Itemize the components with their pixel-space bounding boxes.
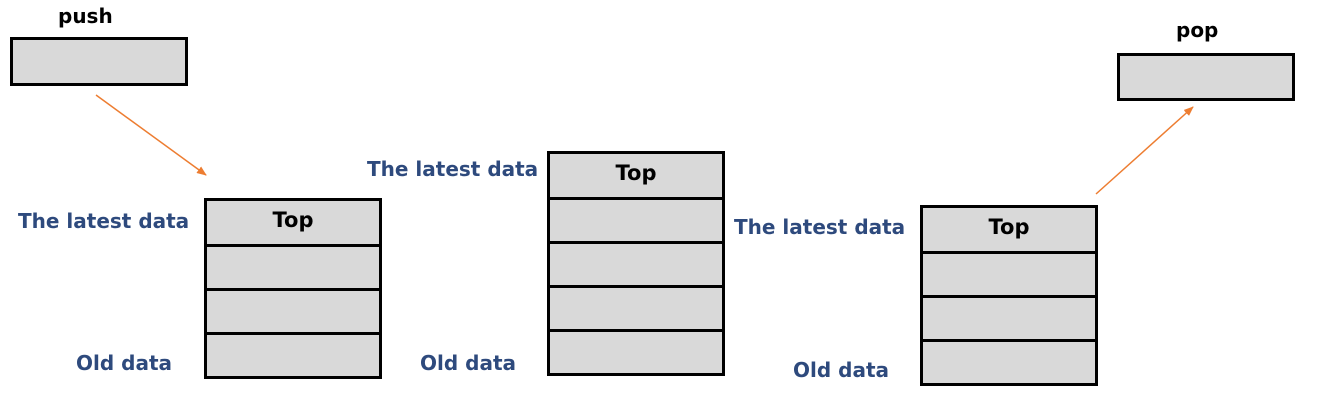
stack-middle: Top	[547, 151, 725, 376]
latest-data-label: The latest data	[734, 215, 906, 239]
push-label: push	[58, 4, 113, 28]
pop-element-box	[1117, 53, 1295, 101]
stack-cell	[207, 244, 379, 288]
stack-cell	[207, 288, 379, 332]
stack-cell	[207, 332, 379, 376]
stack-cell	[550, 285, 722, 329]
stack-after-push: Top	[204, 198, 382, 379]
stack-top-cell: Top	[988, 214, 1030, 239]
stack-after-pop: Top	[920, 205, 1098, 386]
stack-cell	[550, 329, 722, 373]
stack-top-cell: Top	[615, 160, 657, 185]
old-data-label: Old data	[76, 351, 173, 375]
stack-cell	[923, 339, 1095, 383]
stack-cell	[550, 241, 722, 285]
old-data-label: Old data	[793, 358, 890, 382]
stack-cell	[923, 251, 1095, 295]
pop-label: pop	[1176, 18, 1219, 42]
latest-data-label: The latest data	[18, 209, 190, 233]
stack-cell	[923, 295, 1095, 339]
pop-arrow	[1095, 106, 1194, 195]
latest-data-label: The latest data	[367, 157, 539, 181]
stack-cell	[550, 197, 722, 241]
old-data-label: Old data	[420, 351, 517, 375]
stack-top-cell: Top	[272, 207, 314, 232]
push-arrow	[95, 94, 207, 176]
push-element-box	[10, 37, 188, 86]
